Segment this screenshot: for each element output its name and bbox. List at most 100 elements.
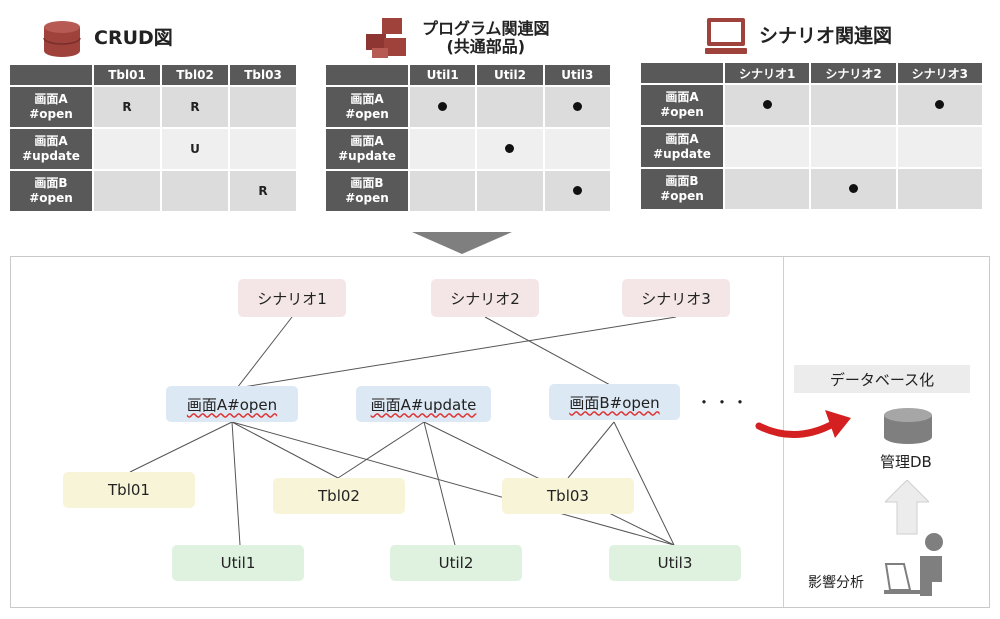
- row-header-label: 画面A #update: [326, 129, 408, 169]
- relation-diagram-frame: [10, 256, 990, 608]
- filled-dot: [572, 102, 582, 111]
- column-header: Tbl02: [162, 65, 228, 85]
- column-header: Tbl01: [94, 65, 160, 85]
- program-title-line1: プログラム関連図: [422, 18, 550, 38]
- matrix-cell: [410, 129, 476, 169]
- row-header-label: 画面B #open: [10, 171, 92, 211]
- matrix-cell: [544, 171, 610, 211]
- row-header-label: 画面A #update: [641, 127, 723, 167]
- filled-dot: [572, 186, 582, 195]
- program-title-line2: (共通部品): [446, 37, 526, 56]
- matrix-cell: U: [162, 129, 228, 169]
- column-header: Util1: [410, 65, 476, 85]
- matrix-cell: [725, 127, 810, 167]
- filled-dot: [848, 184, 858, 193]
- matrix-cell: [230, 129, 296, 169]
- matrix-cell: [477, 129, 543, 169]
- row-header-label: 画面A #open: [641, 85, 723, 125]
- matrix-cell: [544, 129, 610, 169]
- scenario-node: シナリオ3: [622, 279, 730, 317]
- person-at-computer-icon: [884, 533, 943, 596]
- util-node: Util2: [390, 545, 522, 581]
- ellipsis: ・・・: [696, 393, 751, 412]
- util-node: Util3: [609, 545, 741, 581]
- row-header-label: 画面A #open: [326, 87, 408, 127]
- column-header: シナリオ2: [811, 63, 896, 83]
- filled-dot: [935, 100, 945, 109]
- column-header: シナリオ3: [897, 63, 982, 83]
- row-header-label: 画面A #update: [10, 129, 92, 169]
- matrix-cell: R: [230, 171, 296, 211]
- matrix-cell: [811, 127, 896, 167]
- program-title: プログラム関連図 (共通部品): [422, 18, 550, 57]
- program-header: プログラム関連図 (共通部品): [362, 16, 550, 60]
- impact-analysis-label: 影響分析: [808, 575, 864, 591]
- edge-line: [231, 421, 339, 479]
- matrix-cell: [477, 171, 543, 211]
- edge-line: [236, 316, 293, 389]
- table-node: Tbl03: [502, 478, 634, 514]
- matrix-cell: [725, 85, 810, 125]
- matrix-cell: [897, 169, 982, 209]
- database-icon: [43, 21, 81, 57]
- column-header: シナリオ1: [725, 63, 810, 83]
- corner-cell: [326, 65, 408, 85]
- crud-header: CRUD図: [40, 18, 173, 60]
- filled-dot: [438, 102, 448, 111]
- matrix-cell: [811, 169, 896, 209]
- program-matrix: Util1 Util2 Util3 画面A #open 画面A #update …: [324, 63, 612, 213]
- matrix-cell: [230, 87, 296, 127]
- edge-line: [337, 421, 425, 479]
- table-node: Tbl01: [63, 472, 195, 508]
- column-header: Util3: [544, 65, 610, 85]
- column-header: Util2: [477, 65, 543, 85]
- screen-node: 画面B#open: [549, 384, 680, 420]
- matrix-cell: [94, 171, 160, 211]
- table-node: Tbl02: [273, 478, 405, 514]
- matrix-cell: [544, 87, 610, 127]
- matrix-cell: [725, 169, 810, 209]
- edge-line: [231, 421, 241, 546]
- crud-title: CRUD図: [94, 27, 173, 50]
- scenario-node: シナリオ2: [431, 279, 539, 317]
- matrix-cell: [410, 171, 476, 211]
- row-header-label: 画面A #open: [10, 87, 92, 127]
- scenario-node: シナリオ1: [238, 279, 346, 317]
- edge-line: [567, 421, 615, 479]
- screen-node: 画面A#update: [356, 386, 491, 422]
- row-header-label: 画面B #open: [326, 171, 408, 211]
- corner-cell: [641, 63, 723, 83]
- filled-dot: [505, 144, 515, 153]
- matrix-cell: [897, 127, 982, 167]
- matrix-cell: [162, 171, 228, 211]
- edge-line: [129, 421, 233, 473]
- edge-line: [236, 316, 677, 389]
- database-label: データベース化: [794, 365, 970, 393]
- down-arrow-icon: [412, 232, 512, 254]
- matrix-cell: [477, 87, 543, 127]
- edge-line: [484, 316, 613, 387]
- database-icon: [884, 408, 932, 444]
- up-arrow-icon: [885, 480, 929, 535]
- edge-line: [231, 421, 675, 546]
- scenario-matrix: シナリオ1 シナリオ2 シナリオ3 画面A #open 画面A #update …: [639, 61, 984, 211]
- row-header-label: 画面B #open: [641, 169, 723, 209]
- scenario-title: シナリオ関連図: [759, 25, 893, 48]
- util-node: Util1: [172, 545, 304, 581]
- stacked-blocks-icon: [366, 18, 406, 58]
- edge-line: [613, 421, 675, 546]
- scenario-header: シナリオ関連図: [703, 16, 892, 58]
- edge-line: [423, 421, 456, 546]
- column-header: Tbl03: [230, 65, 296, 85]
- matrix-cell: [897, 85, 982, 125]
- matrix-cell: [410, 87, 476, 127]
- red-curved-arrow-icon: [755, 410, 851, 438]
- screen-node: 画面A#open: [166, 386, 298, 422]
- matrix-cell: [811, 85, 896, 125]
- computer-icon: [705, 18, 747, 54]
- filled-dot: [762, 100, 772, 109]
- matrix-cell: R: [94, 87, 160, 127]
- matrix-cell: [94, 129, 160, 169]
- matrix-cell: R: [162, 87, 228, 127]
